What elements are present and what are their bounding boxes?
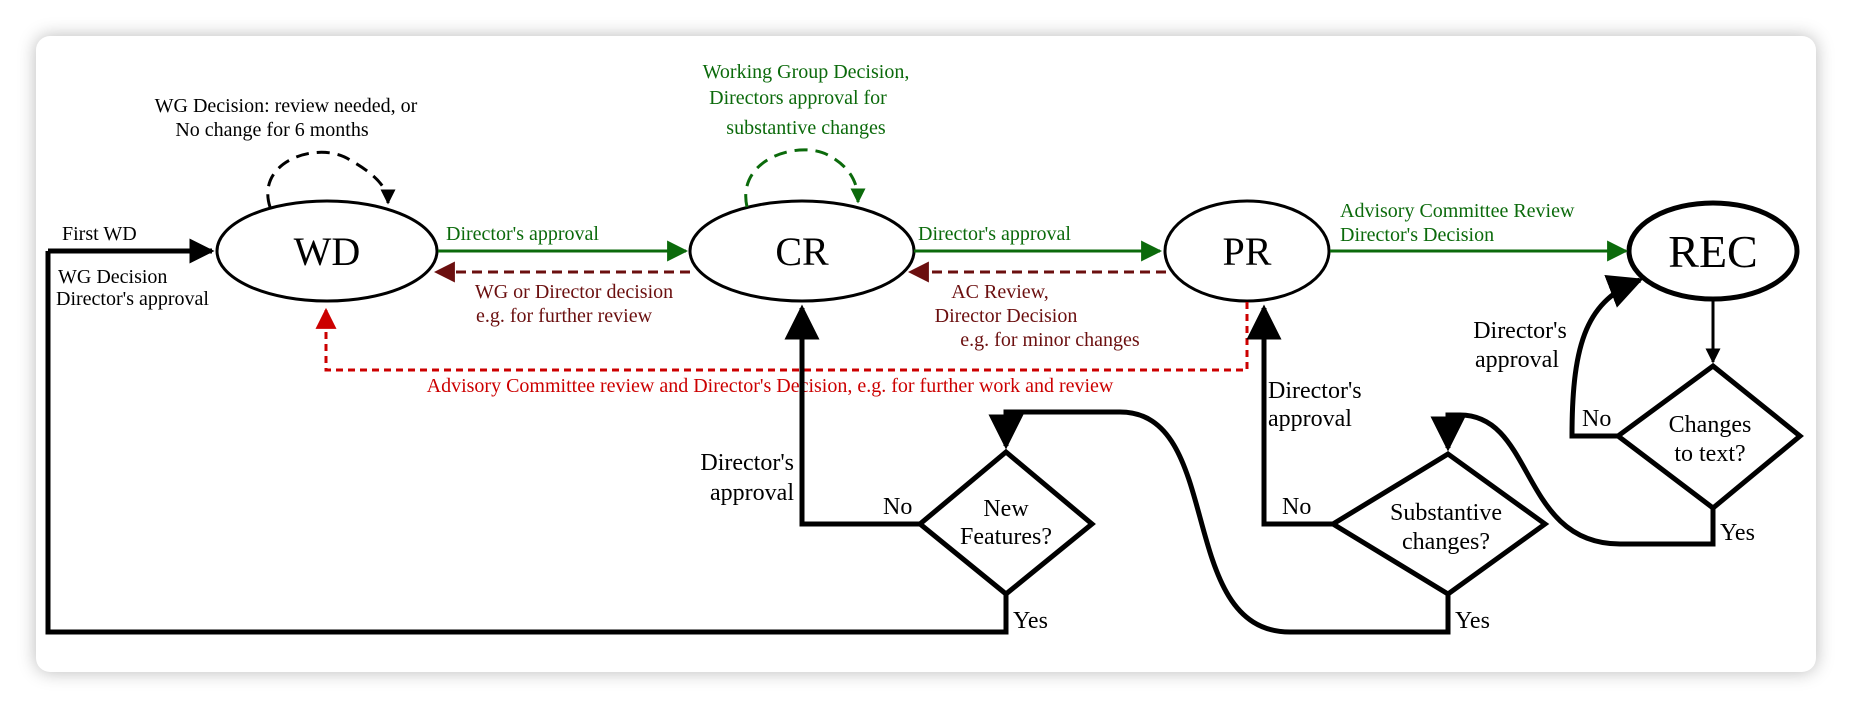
wd-loop-label-line2: No change for 6 months (175, 119, 369, 141)
wd-to-cr-label: Director's approval (446, 223, 599, 245)
decision-new-features-line2: Features? (960, 524, 1052, 550)
substantive-no-arrow (1246, 304, 1333, 527)
cr-to-wd-label-line2: e.g. for further review (476, 305, 653, 327)
new-features-yes-line (45, 251, 1009, 635)
changes-no-arrow (1569, 274, 1644, 439)
cr-to-wd-label-line1: WG or Director decision (475, 281, 673, 303)
substantive-approval-line1: Director's (1268, 378, 1362, 404)
new-features-approval-line2: approval (710, 480, 794, 506)
pr-to-rec-label-line1: Advisory Committee Review (1340, 200, 1575, 222)
new-features-no-arrow (784, 304, 920, 527)
pr-to-cr-label-line2: Director Decision (935, 305, 1078, 327)
decision-changes-line2: to text? (1674, 441, 1745, 467)
state-rec-label: REC (1668, 226, 1757, 277)
pr-to-wd-label: Advisory Committee review and Director's… (427, 375, 1114, 397)
pr-to-cr-label-line1: AC Review, (951, 281, 1049, 303)
changes-no-label: No (1582, 406, 1611, 432)
decision-substantive-line1: Substantive (1390, 500, 1502, 526)
changes-yes-label: Yes (1720, 520, 1755, 546)
pr-to-wd-arrow (315, 302, 1249, 372)
pr-to-cr-label-line3: e.g. for minor changes (960, 329, 1140, 351)
state-pr: PR (1163, 199, 1331, 303)
substantive-approval-line2: approval (1268, 406, 1352, 432)
decision-new-features-line1: New (983, 496, 1029, 522)
state-cr-label: CR (775, 229, 829, 274)
wg-decision-label: WG Decision (58, 266, 167, 288)
cr-to-pr-label: Director's approval (918, 223, 1071, 245)
new-features-yes-label: Yes (1013, 608, 1048, 634)
decision-substantive: Substantive changes? (1328, 451, 1550, 597)
substantive-yes-label: Yes (1455, 608, 1490, 634)
wd-self-loop-arrow (266, 150, 396, 208)
substantive-yes-arrow (988, 409, 1451, 635)
decision-substantive-line2: changes? (1402, 529, 1490, 555)
state-cr: CR (688, 199, 916, 303)
diagram-card (36, 36, 1816, 672)
decision-changes-to-text: Changes to text? (1613, 362, 1804, 512)
cr-loop-label-line2: Directors approval for (709, 87, 887, 109)
state-wd-label: WD (294, 229, 361, 274)
cr-loop-label-line3: substantive changes (726, 117, 886, 139)
state-wd: WD (215, 199, 439, 303)
cr-loop-label-line1: Working Group Decision, (703, 61, 910, 83)
state-pr-label: PR (1223, 229, 1272, 274)
decision-changes-line1: Changes (1669, 412, 1752, 438)
changes-yes-arrow (1430, 412, 1716, 547)
substantive-no-label: No (1282, 494, 1311, 520)
wd-loop-label-line1: WG Decision: review needed, or (155, 95, 418, 117)
decision-new-features: New Features? (916, 448, 1096, 598)
rec-approval-line1: Director's (1473, 318, 1567, 344)
cr-self-loop-arrow (744, 148, 866, 208)
new-features-no-label: No (883, 494, 912, 520)
pr-to-rec-label-line2: Director's Decision (1340, 224, 1494, 246)
first-wd-label: First WD (62, 223, 137, 245)
new-features-approval-line1: Director's (700, 450, 794, 476)
directors-approval-label: Director's approval (56, 288, 209, 310)
state-rec: REC (1626, 200, 1800, 302)
rec-approval-line2: approval (1475, 347, 1559, 373)
